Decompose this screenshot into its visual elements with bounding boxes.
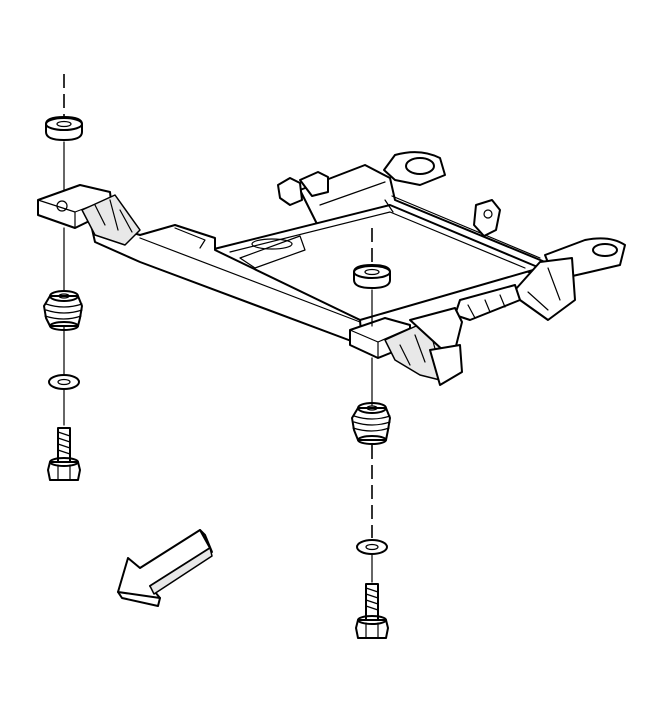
front-direction-arrow [117, 529, 213, 607]
left-mount-stack [43, 74, 83, 481]
lower-insulator-left [43, 290, 83, 331]
right-mount-stack [351, 228, 391, 639]
upper-insulator-right [353, 264, 391, 289]
lower-insulator-right [351, 402, 391, 445]
washer-right [356, 539, 388, 555]
cradle [37, 151, 626, 386]
bolt-left [47, 427, 81, 481]
upper-insulator-left [45, 116, 83, 141]
bolt-right [355, 583, 389, 639]
washer-left [48, 374, 80, 390]
